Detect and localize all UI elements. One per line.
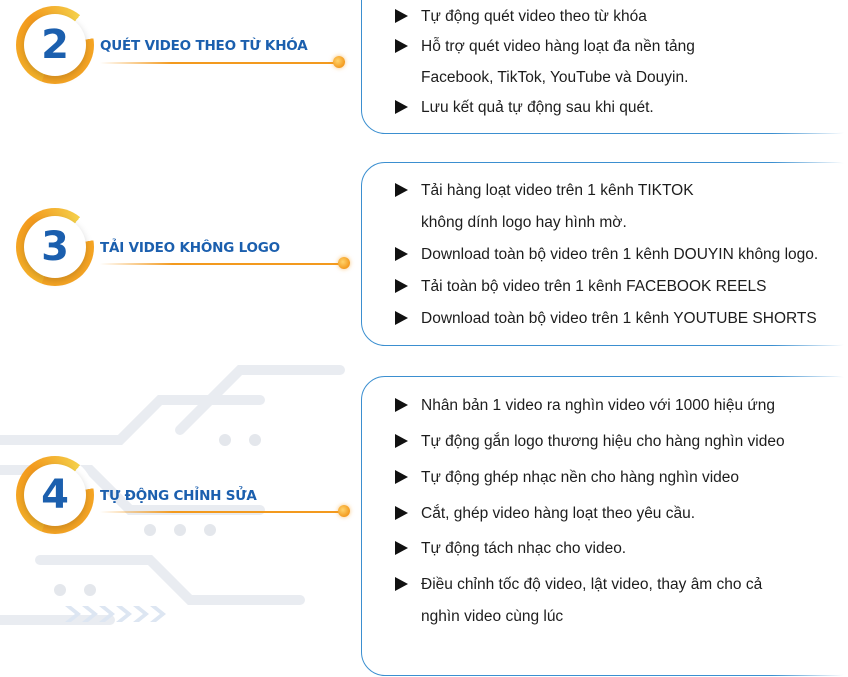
bullet-triangle-icon bbox=[395, 279, 408, 293]
step-4-badge: 4 bbox=[16, 456, 94, 534]
step-2-connector-dot bbox=[333, 56, 345, 68]
step-4-title: TỰ ĐỘNG CHỈNH SỬA bbox=[100, 488, 257, 504]
step-4-panel bbox=[361, 375, 848, 677]
step-2-badge: 2 bbox=[16, 6, 94, 84]
bullet-triangle-icon bbox=[395, 470, 408, 484]
step-3-panel bbox=[361, 161, 848, 347]
step-3-title: TẢI VIDEO KHÔNG LOGO bbox=[100, 240, 280, 256]
step-4-connector-dot bbox=[338, 505, 350, 517]
step-2-number: 2 bbox=[41, 22, 69, 68]
bullet-triangle-icon bbox=[395, 183, 408, 197]
bullet-triangle-icon bbox=[395, 541, 408, 555]
step-2-panel bbox=[361, 0, 848, 135]
bullet-triangle-icon bbox=[395, 247, 408, 261]
bullet-triangle-icon bbox=[395, 434, 408, 448]
bullet-triangle-icon bbox=[395, 398, 408, 412]
step-3-number: 3 bbox=[41, 224, 69, 270]
step-4-number: 4 bbox=[41, 472, 69, 518]
step-4-connector bbox=[100, 511, 343, 513]
step-2-title: QUÉT VIDEO THEO TỪ KHÓA bbox=[100, 38, 308, 54]
bullet-triangle-icon bbox=[395, 577, 408, 591]
bullet-triangle-icon bbox=[395, 311, 408, 325]
bullet-triangle-icon bbox=[395, 39, 408, 53]
step-2-connector bbox=[100, 62, 338, 64]
bullet-triangle-icon bbox=[395, 506, 408, 520]
step-3-connector-dot bbox=[338, 257, 350, 269]
step-3-badge: 3 bbox=[16, 208, 94, 286]
bullet-triangle-icon bbox=[395, 9, 408, 23]
bullet-triangle-icon bbox=[395, 100, 408, 114]
step-3-connector bbox=[100, 263, 343, 265]
